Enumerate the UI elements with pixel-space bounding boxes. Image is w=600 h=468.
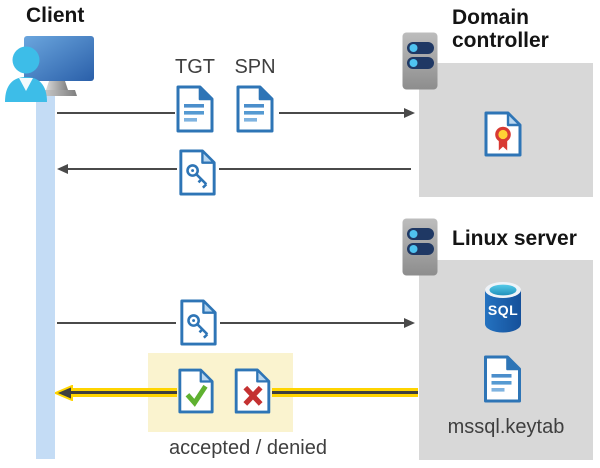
certificate-document-icon: [484, 111, 522, 157]
key-response-arrow-line: [219, 168, 411, 170]
spn-document-icon: [236, 85, 274, 133]
service-request-arrow-line: [220, 322, 404, 324]
tgt-spn-request-arrow-line: [57, 112, 175, 114]
key-document-icon: [179, 149, 216, 196]
domain-controller-title: Domain controller: [452, 6, 549, 52]
keytab-document-icon: [484, 355, 521, 403]
spn-label: SPN: [234, 56, 276, 78]
client-user-icon: [5, 36, 94, 102]
result-label: accepted / denied: [169, 437, 327, 459]
service-request-arrow-line: [57, 322, 176, 324]
monitor-neck: [46, 81, 68, 90]
tgt-label: TGT: [175, 56, 215, 78]
person-head: [12, 46, 40, 74]
client-lifeline: [36, 96, 55, 459]
sql-database-icon: SQL: [485, 282, 521, 333]
green-check-icon: [185, 384, 208, 407]
domain-controller-server-icon: [402, 32, 438, 90]
keytab-filename-label: mssql.keytab: [447, 416, 565, 438]
accepted-document-icon: [178, 368, 214, 414]
tgt-spn-request-arrow-line: [279, 112, 405, 114]
sql-badge-text: SQL: [488, 302, 518, 318]
service-request-arrowhead-icon: [404, 318, 415, 328]
red-x-icon: [243, 385, 263, 406]
key-response-arrowhead-icon: [57, 164, 68, 174]
tgt-spn-request-arrowhead-icon: [404, 108, 415, 118]
monitor-screen: [24, 36, 94, 81]
linux-server-title: Linux server: [452, 227, 577, 250]
client-title: Client: [26, 4, 85, 27]
certificate-seal: [495, 126, 511, 143]
denied-document-icon: [234, 368, 271, 414]
result-response-arrow-line: [71, 388, 177, 397]
service-key-document-icon: [180, 299, 217, 346]
key-response-arrow-line: [67, 168, 177, 170]
tgt-document-icon: [176, 85, 214, 133]
person-collar: [19, 78, 33, 91]
linux-server-server-icon: [402, 218, 438, 276]
result-response-arrow-line: [272, 388, 418, 397]
monitor-base: [37, 90, 77, 96]
